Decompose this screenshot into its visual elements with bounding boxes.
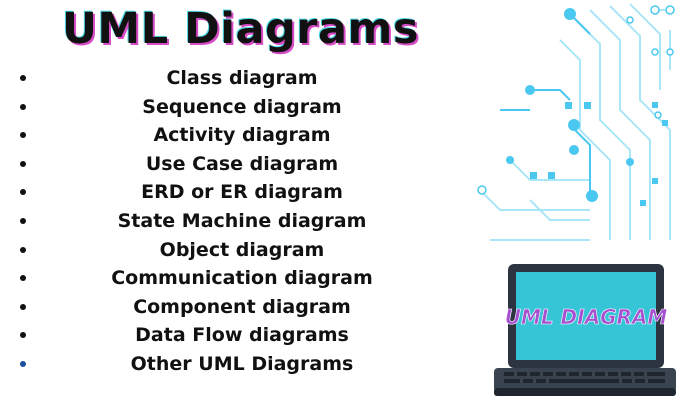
list-item-label: Activity diagram (153, 124, 331, 147)
diagram-list: Class diagram Sequence diagram Activity … (0, 64, 500, 379)
list-item: Data Flow diagrams (0, 321, 500, 350)
list-item-label: Communication diagram (111, 267, 373, 290)
laptop-screen-text: UML DIAGRAM (505, 305, 668, 329)
page-title: UML Diagrams (62, 4, 419, 54)
list-item-label: Sequence diagram (142, 95, 342, 118)
bullet-icon (20, 360, 26, 367)
bullet-icon (20, 103, 26, 110)
list-item-label: ERD or ER diagram (141, 181, 343, 204)
list-item-label: Other UML Diagrams (130, 352, 354, 375)
list-item: Component diagram (0, 293, 500, 322)
circuit-board-icon (477, 3, 675, 241)
bullet-icon (20, 132, 26, 139)
list-item-label: Component diagram (133, 295, 351, 318)
list-item-label: Use Case diagram (145, 152, 339, 175)
list-item: Object diagram (0, 236, 500, 265)
list-item-label: State Machine diagram (117, 209, 367, 232)
list-item-label: Object diagram (159, 238, 325, 261)
list-item: Other UML Diagrams (0, 350, 500, 379)
list-item: ERD or ER diagram (0, 178, 500, 207)
bullet-icon (20, 303, 26, 310)
bullet-icon (20, 75, 26, 81)
bullet-icon (20, 275, 26, 282)
list-item: Activity diagram (0, 121, 500, 150)
list-item-label: Data Flow diagrams (135, 324, 349, 347)
bullet-icon (20, 332, 26, 339)
list-item-label: Class diagram (166, 67, 318, 89)
bullet-icon (20, 160, 26, 167)
list-item: Communication diagram (0, 264, 500, 293)
list-item: Use Case diagram (0, 150, 500, 179)
bullet-icon (20, 189, 26, 196)
list-item: Class diagram (0, 64, 500, 93)
laptop-icon: UML DIAGRAM (494, 264, 676, 396)
bullet-icon (20, 246, 26, 253)
list-item: Sequence diagram (0, 93, 500, 122)
bullet-icon (20, 217, 26, 224)
list-item: State Machine diagram (0, 207, 500, 236)
